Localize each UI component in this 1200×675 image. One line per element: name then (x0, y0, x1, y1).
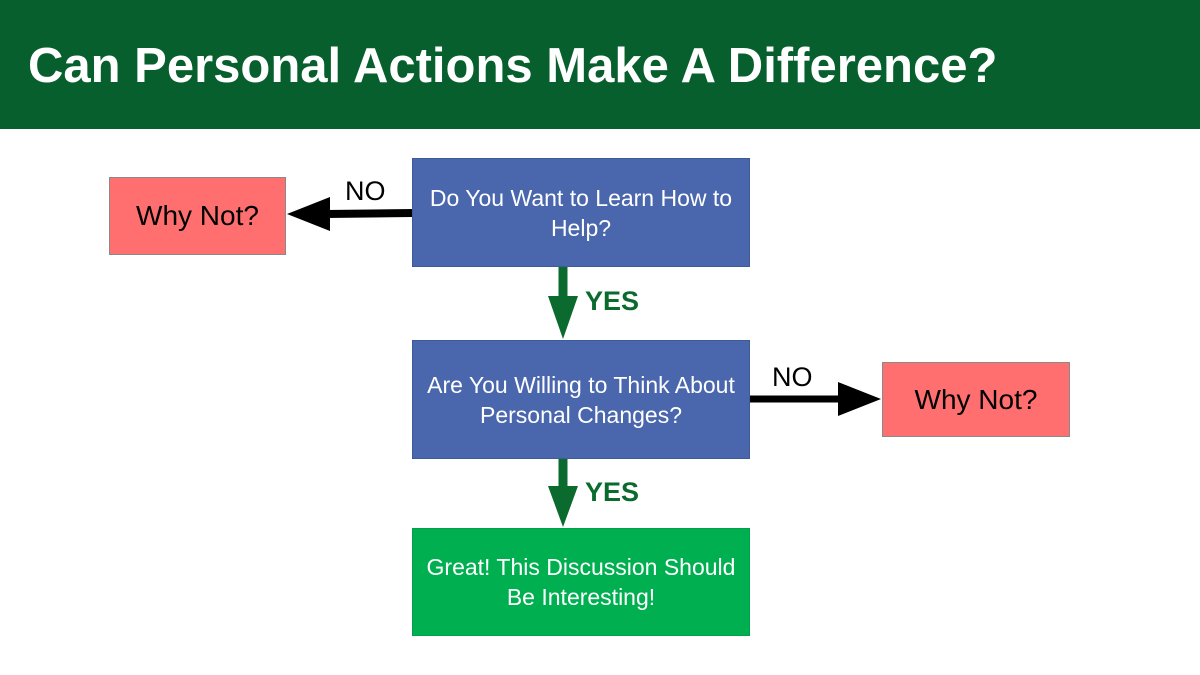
question-box-personal-changes: Are You Willing to Think About Personal … (412, 340, 750, 459)
slide-title: Can Personal Actions Make A Difference? (28, 39, 998, 93)
title-banner: Can Personal Actions Make A Difference? (0, 0, 1200, 129)
yes-arrow-2 (548, 459, 578, 527)
outcome-negative-1-text: Why Not? (136, 200, 259, 231)
outcome-box-great: Great! This Discussion Should Be Interes… (412, 528, 750, 636)
yes-label-1: YES (585, 286, 640, 316)
outcome-positive-text: Great! This Discussion Should Be Interes… (426, 554, 736, 610)
yes-arrow-1 (548, 267, 578, 339)
no-label-1: NO (345, 176, 386, 206)
question-2-text: Are You Willing to Think About Personal … (427, 371, 735, 428)
outcome-box-why-not-right: Why Not? (882, 362, 1070, 437)
question-1-text: Do You Want to Learn How to Help? (429, 184, 733, 241)
no-arrow-right (750, 382, 881, 416)
no-label-2: NO (772, 362, 813, 392)
yes-label-2: YES (585, 477, 640, 507)
outcome-negative-2-text: Why Not? (914, 383, 1038, 415)
outcome-box-why-not-left: Why Not? (109, 177, 286, 255)
question-box-learn-to-help: Do You Want to Learn How to Help? (412, 158, 750, 267)
no-arrow-left (287, 197, 413, 231)
